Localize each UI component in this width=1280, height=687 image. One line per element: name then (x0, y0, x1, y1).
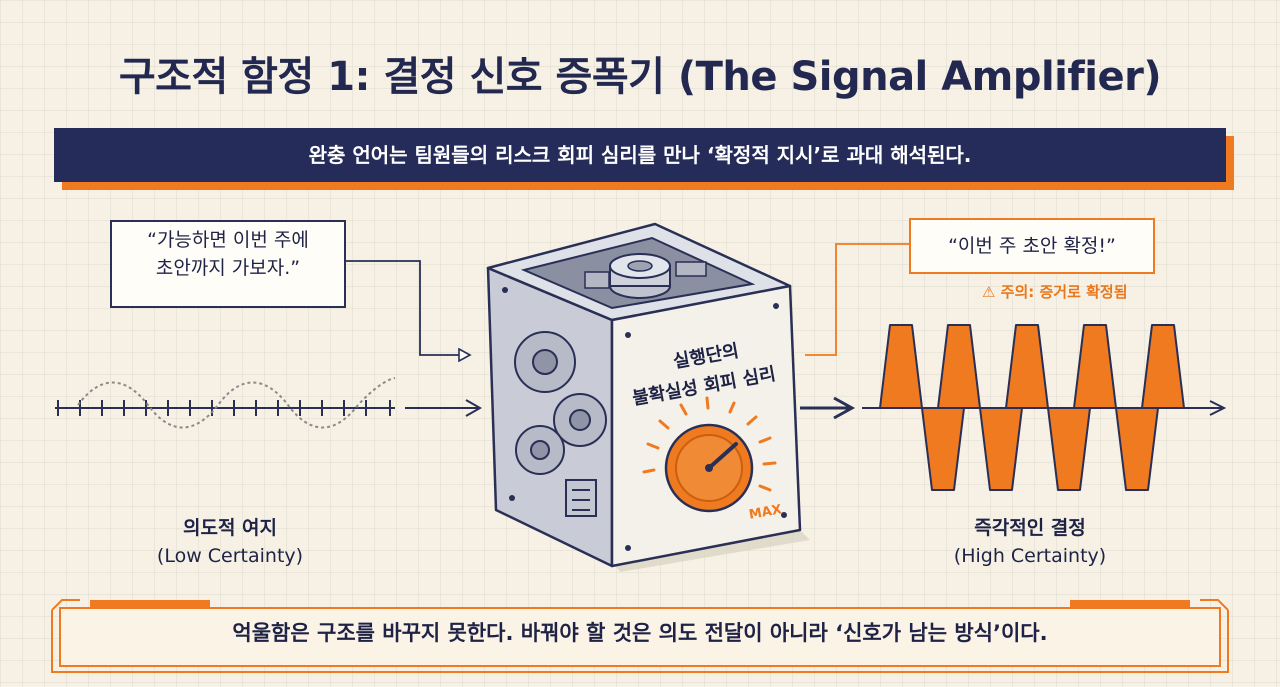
bottom-message: 억울함은 구조를 바꾸지 못한다. 바꿔야 할 것은 의도 전달이 아니라 ‘신… (232, 621, 1048, 645)
low-certainty-sub: (Low Certainty) (156, 545, 304, 567)
original-intent-quote: “가능하면 이번 주에 초안까지 가보자.” (110, 220, 346, 308)
input-axis (55, 400, 395, 416)
bottom-callout: 억울함은 구조를 바꾸지 못한다. 바꿔야 할 것은 의도 전달이 아니라 ‘신… (52, 596, 1228, 672)
side-gears (514, 331, 607, 517)
right-quote-connector (805, 243, 909, 356)
left-quote-connector (342, 260, 470, 355)
high-certainty-head: 즉각적인 결정 (974, 517, 1086, 539)
dial-needle (707, 442, 738, 470)
amplifier-box (486, 222, 810, 572)
bottom-frame (51, 599, 1229, 673)
high-certainty-wave (862, 324, 1227, 491)
interpreted-quote: “이번 주 초안 확정!” (909, 218, 1155, 274)
subtitle-banner: 완충 언어는 팀원들의 리스크 회피 심리를 만나 ‘확정적 지시’로 과대 해… (54, 128, 1226, 182)
left-quote-line2: 초안까지 가보자.” (155, 257, 301, 279)
certainty-dial (642, 396, 777, 513)
low-certainty-wave (77, 377, 396, 429)
top-gear-mechanism (584, 253, 707, 299)
high-certainty-caption: 즉각적인 결정 (High Certainty) (900, 514, 1160, 570)
high-certainty-sub: (High Certainty) (953, 545, 1107, 567)
page-title: 구조적 함정 1: 결정 신호 증폭기 (The Signal Amplifie… (118, 54, 1162, 100)
low-certainty-caption: 의도적 여지 (Low Certainty) (100, 514, 360, 570)
low-certainty-head: 의도적 여지 (182, 517, 277, 539)
left-quote-line1: “가능하면 이번 주에 (147, 229, 309, 251)
warning-label: ⚠ 주의: 증거로 확정됨 (982, 283, 1128, 301)
dial-max-label: MAX (748, 502, 783, 523)
